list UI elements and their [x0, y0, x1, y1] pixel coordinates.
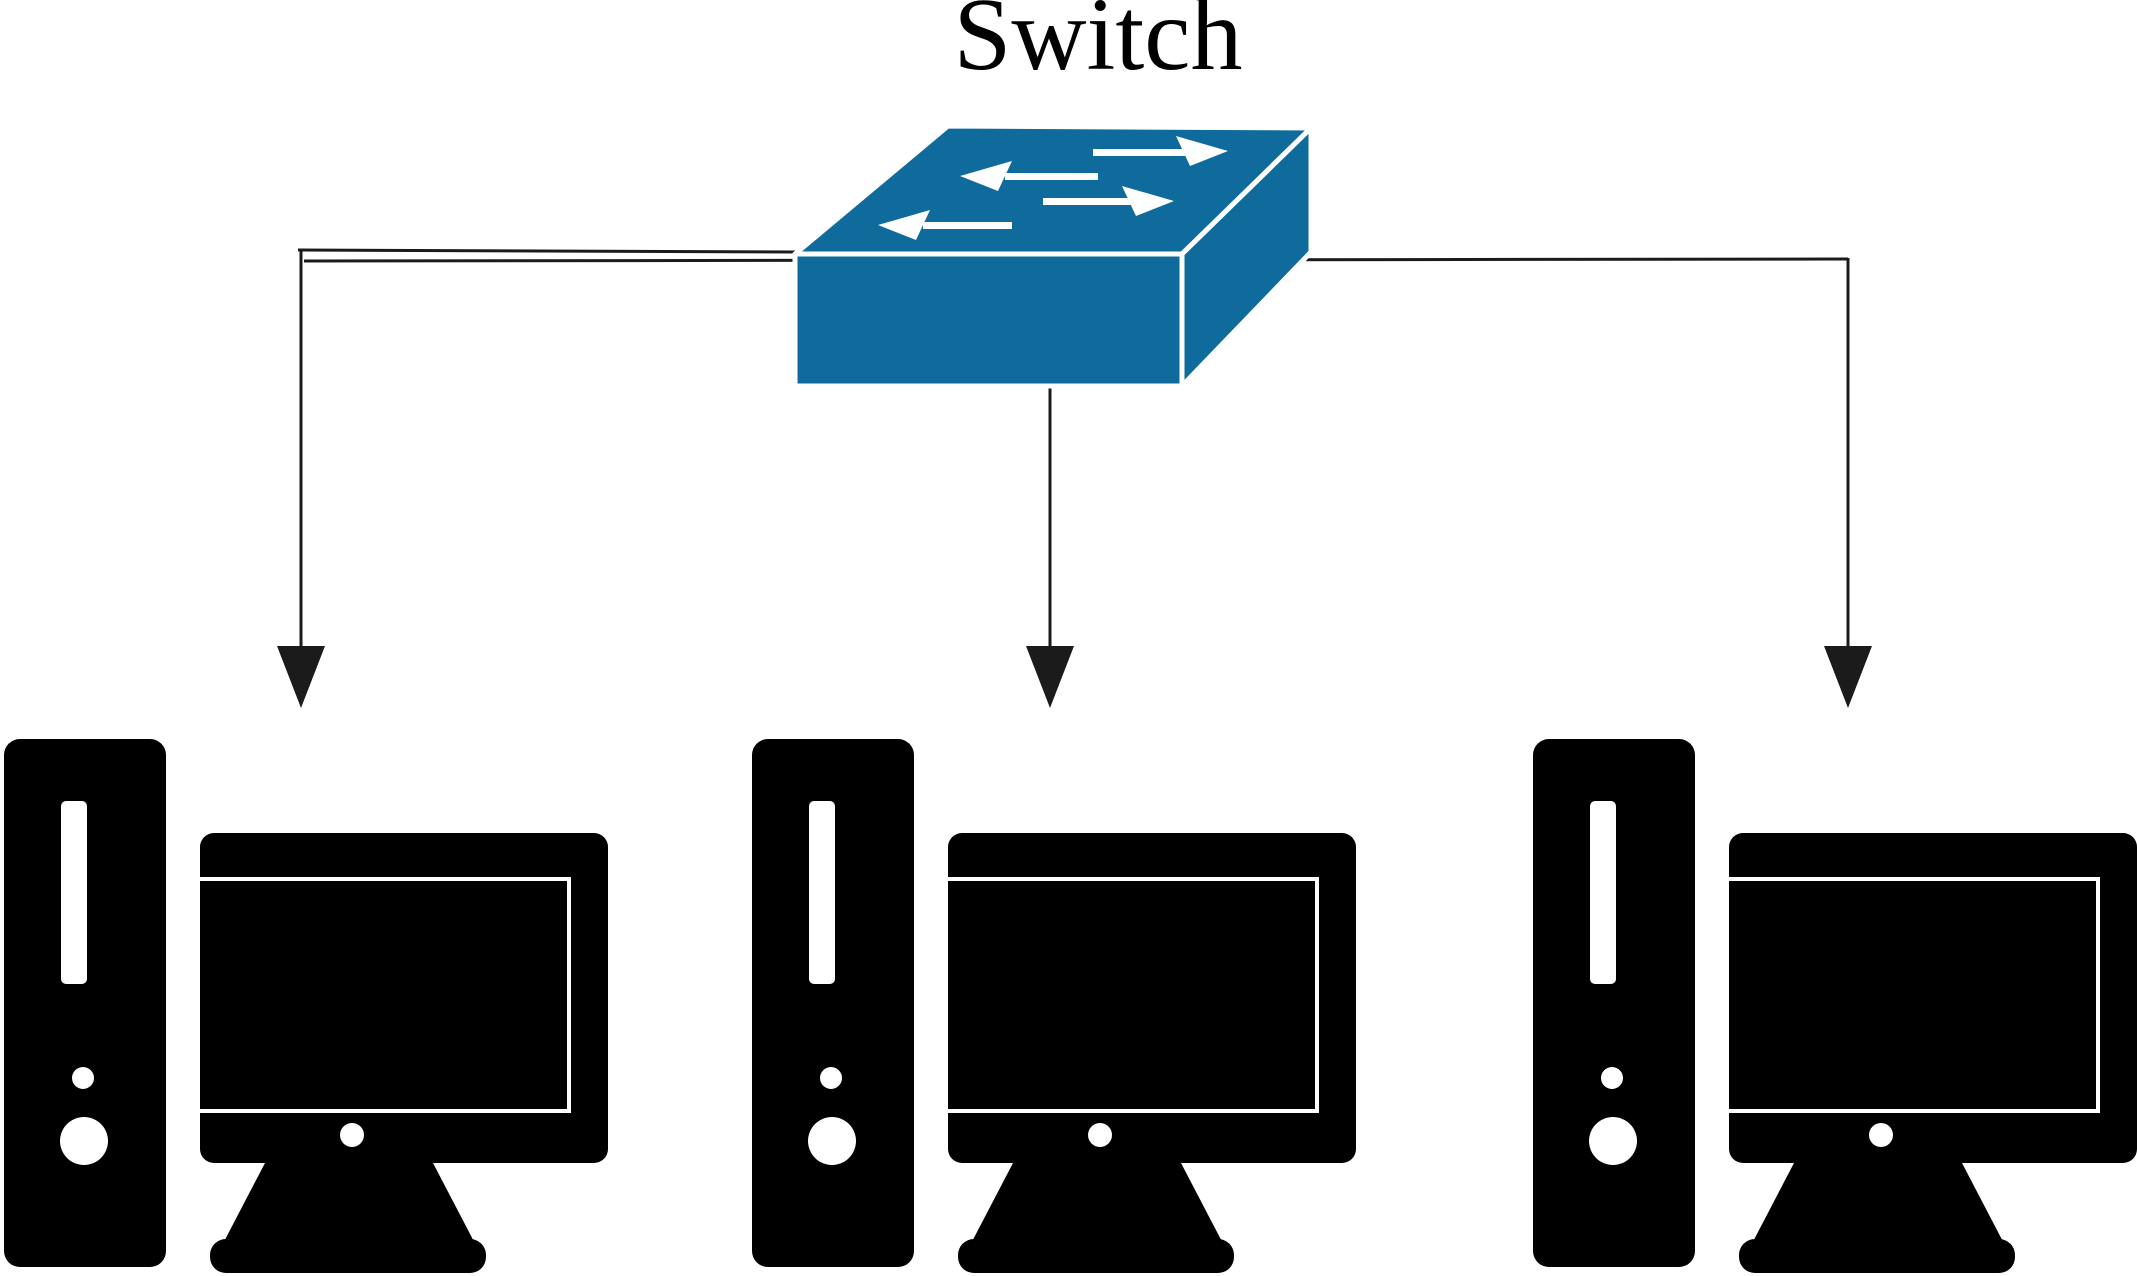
- computer-icon-1: [2, 737, 610, 1275]
- switch-traffic-arrows: [878, 136, 1228, 240]
- arrow-right-2-head: [1122, 186, 1174, 216]
- computer-icon-3: [1531, 737, 2137, 1275]
- switch-icon: [792, 123, 1314, 389]
- arrow-right-2-shaft: [1043, 198, 1131, 205]
- arrowhead-down-left-icon: [277, 646, 325, 708]
- arrow-right-1-head: [1176, 136, 1228, 166]
- switch-label: Switch: [953, 0, 1243, 92]
- computers: [2, 737, 2137, 1275]
- arrow-left-1-shaft: [1005, 173, 1098, 180]
- arrow-left-1-head: [960, 161, 1012, 191]
- arrow-right-1-shaft: [1093, 149, 1185, 156]
- arrow-left-2-head: [878, 210, 930, 240]
- arrowhead-down-middle-icon: [1026, 646, 1074, 708]
- switch-side-face: [1179, 125, 1314, 389]
- arrow-left-2-shaft: [923, 222, 1012, 229]
- rail-upper-left: [297, 248, 798, 254]
- connector-arrowheads: [277, 646, 1872, 708]
- switch-body: [792, 123, 1314, 389]
- switch-front-face: [792, 251, 1185, 389]
- computer-icon-2: [750, 737, 1358, 1275]
- arrowhead-down-right-icon: [1824, 646, 1872, 708]
